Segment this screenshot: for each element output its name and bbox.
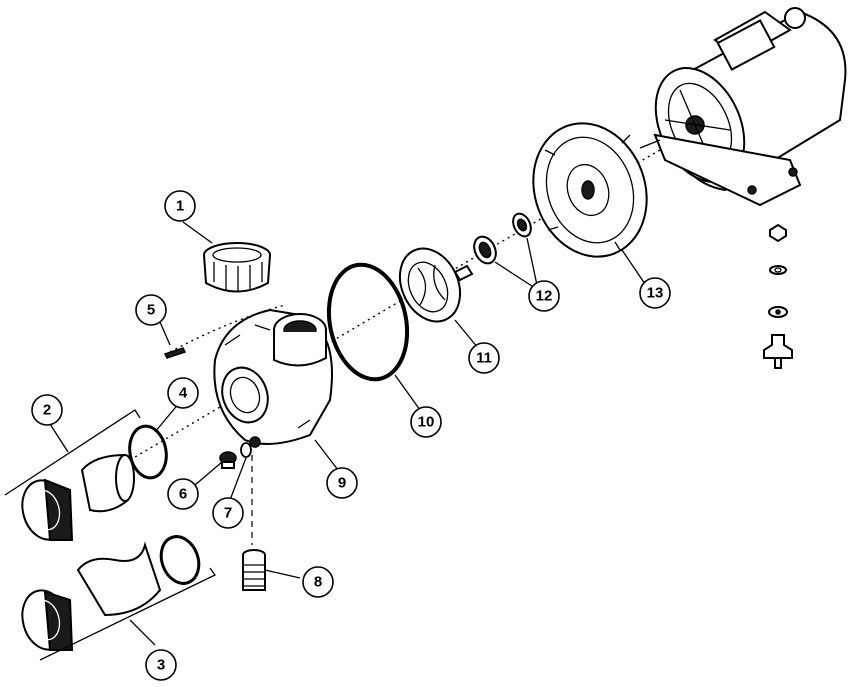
callout-7: 7 bbox=[212, 497, 244, 529]
callout-1: 1 bbox=[164, 190, 196, 222]
svg-text:6: 6 bbox=[179, 486, 187, 503]
seal-plate-icon bbox=[532, 122, 648, 258]
o-ring-icon bbox=[326, 262, 410, 382]
gasket-ring-icon bbox=[128, 424, 168, 480]
callout-11: 11 bbox=[468, 342, 500, 374]
small-o-ring-icon bbox=[240, 442, 252, 458]
shaft-seal-icon bbox=[473, 212, 532, 265]
svg-text:1: 1 bbox=[176, 198, 184, 215]
union-tailpiece-icon bbox=[21, 453, 135, 541]
svg-text:10: 10 bbox=[418, 414, 435, 431]
callout-6: 6 bbox=[167, 478, 199, 510]
callout-13: 13 bbox=[639, 277, 671, 309]
callout-10: 10 bbox=[410, 406, 442, 438]
callout-8: 8 bbox=[302, 566, 334, 598]
pin-icon bbox=[163, 347, 187, 359]
svg-text:11: 11 bbox=[476, 350, 492, 367]
svg-text:5: 5 bbox=[147, 302, 155, 319]
svg-text:7: 7 bbox=[224, 505, 232, 522]
bracket-lines bbox=[4, 409, 216, 661]
svg-text:3: 3 bbox=[157, 657, 165, 674]
callout-12: 12 bbox=[528, 280, 560, 312]
drain-plug-icon bbox=[219, 451, 237, 469]
leader-lines bbox=[154, 221, 646, 579]
svg-text:9: 9 bbox=[338, 475, 346, 492]
svg-text:13: 13 bbox=[647, 285, 664, 302]
pump-volute-icon bbox=[213, 308, 333, 448]
svg-text:4: 4 bbox=[179, 385, 188, 402]
threaded-fitting-icon bbox=[242, 549, 266, 591]
callout-5: 5 bbox=[135, 294, 167, 326]
callout-3: 3 bbox=[145, 649, 177, 681]
callout-2: 2 bbox=[31, 394, 63, 426]
motor-icon bbox=[639, 7, 847, 207]
union-nut-icon bbox=[203, 242, 271, 293]
svg-text:8: 8 bbox=[314, 574, 322, 591]
svg-text:12: 12 bbox=[536, 288, 553, 305]
callout-4: 4 bbox=[167, 377, 199, 409]
elbow-union-icon bbox=[21, 535, 201, 651]
impeller-icon bbox=[398, 247, 474, 323]
mounting-hardware-icon bbox=[763, 223, 793, 369]
svg-text:2: 2 bbox=[43, 402, 51, 419]
callout-9: 9 bbox=[326, 467, 358, 499]
